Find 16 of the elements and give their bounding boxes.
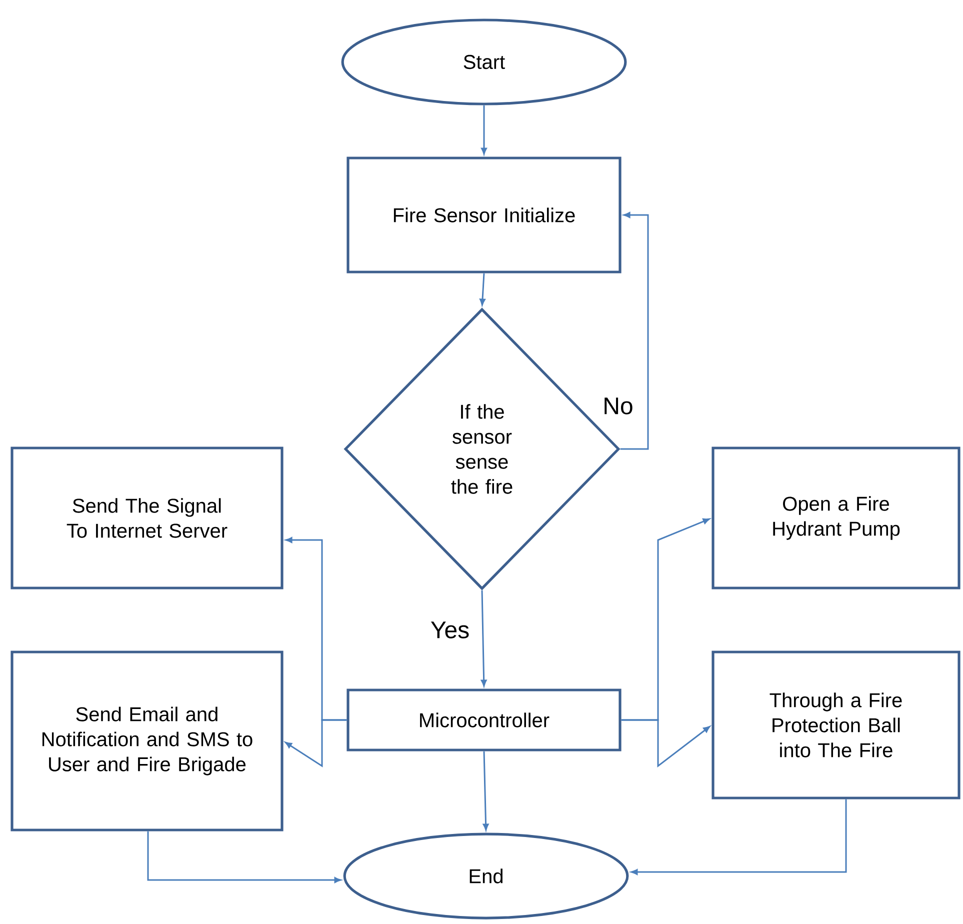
process-box: Open a Fire Hydrant Pump <box>712 446 960 590</box>
edge-label: Yes <box>429 620 471 640</box>
arrow <box>480 590 487 686</box>
process-box: Through a Fire Protection Ball into The Fire <box>712 650 960 800</box>
arrow <box>147 831 342 883</box>
process-box: Fire Sensor Initialize <box>346 156 622 274</box>
process-box: Send Email and Notification and SMS to User and Fire Brigade <box>10 650 284 832</box>
arrow <box>630 799 847 875</box>
arrow <box>620 212 649 450</box>
arrow <box>480 273 486 306</box>
process-box: Send The Signal To Internet Server <box>10 446 284 590</box>
arrow <box>621 719 710 768</box>
arrow <box>481 105 487 154</box>
process-box: Microcontroller <box>346 688 622 752</box>
arrow <box>482 751 489 830</box>
arrow <box>285 719 347 768</box>
